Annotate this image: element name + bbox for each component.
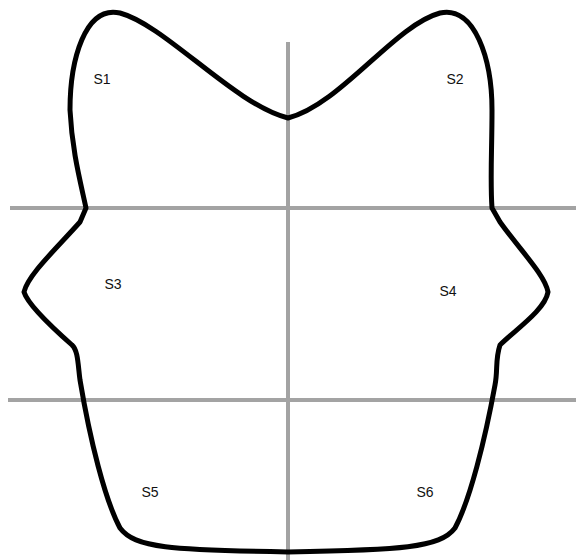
sextant-label: S5 (141, 485, 158, 500)
sextant-label: S2 (446, 72, 463, 87)
sextant-label: S4 (439, 284, 456, 299)
sextant-label: S3 (104, 277, 121, 292)
sextant-label: S6 (416, 485, 433, 500)
tooth-outline (24, 12, 548, 552)
sextant-label: S1 (93, 72, 110, 87)
